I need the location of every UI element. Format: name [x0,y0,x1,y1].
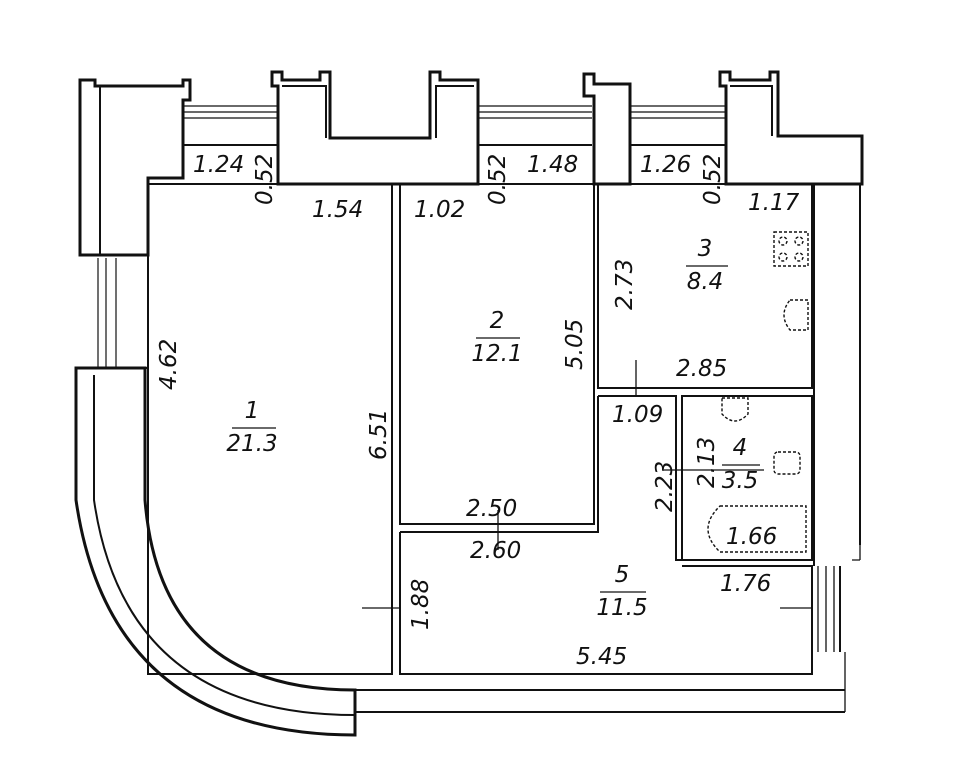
dim-2-13: 2.13 [694,437,720,488]
dim-1-24: 1.24 [193,152,244,178]
room-2-number: 2 [490,308,505,334]
dim-1-09: 1.09 [612,402,663,428]
room-5-outline [399,396,813,675]
dim-1-17: 1.17 [748,190,800,216]
room-1-area: 21.3 [226,431,277,457]
walls [74,70,864,737]
dim-5-05: 5.05 [562,319,588,370]
dim-2-60: 2.60 [470,538,521,564]
dim-1-26: 1.26 [640,152,691,178]
bathtub-icon [707,505,807,553]
dim-2-85: 2.85 [676,356,727,382]
wall-pier-2 [582,72,632,186]
dim-0-52-b: 0.52 [485,154,511,205]
dim-1-88: 1.88 [408,579,434,630]
wall-top-right [718,70,864,186]
room-2-outline [399,183,595,525]
dim-2-73: 2.73 [612,259,638,310]
dim-1-48: 1.48 [527,152,578,178]
room-1-outline [147,183,393,675]
dim-0-52-c: 0.52 [700,154,726,205]
room-4-number: 4 [733,435,748,461]
room-3-area: 8.4 [687,269,724,295]
dim-1-76: 1.76 [720,571,771,597]
room-4-outline [681,395,813,561]
dim-4-62: 4.62 [156,339,182,390]
room-labels: 1 21.3 2 12.1 3 8.4 4 3.5 5 11.5 [226,236,760,621]
dimension-labels: 1.24 0.52 1.54 1.02 0.52 1.48 1.26 0.52 … [156,152,800,670]
dim-2-50: 2.50 [466,496,517,522]
sink-icon [783,299,809,331]
wall-top-left [78,78,192,257]
dim-1-54: 1.54 [312,197,363,223]
dim-1-66: 1.66 [726,524,777,550]
room-2-area: 12.1 [471,341,522,367]
dim-2-23: 2.23 [652,461,678,512]
dim-1-02: 1.02 [414,197,465,223]
dim-0-52-a: 0.52 [252,154,278,205]
stove-icon [773,231,809,267]
washbasin-icon [773,451,801,475]
room-5-area: 11.5 [596,595,647,621]
toilet-icon [721,397,749,422]
dim-6-51: 6.51 [366,409,392,460]
dim-5-45: 5.45 [576,644,627,670]
fixtures [707,231,809,553]
partitions [147,183,813,675]
room-3-number: 3 [698,236,713,262]
room-1-number: 1 [245,398,260,424]
wall-curved [74,366,357,737]
room-4-area: 3.5 [722,468,759,494]
wall-pier-1 [270,70,480,186]
room-3-outline [597,183,813,389]
room-5-number: 5 [615,562,630,588]
